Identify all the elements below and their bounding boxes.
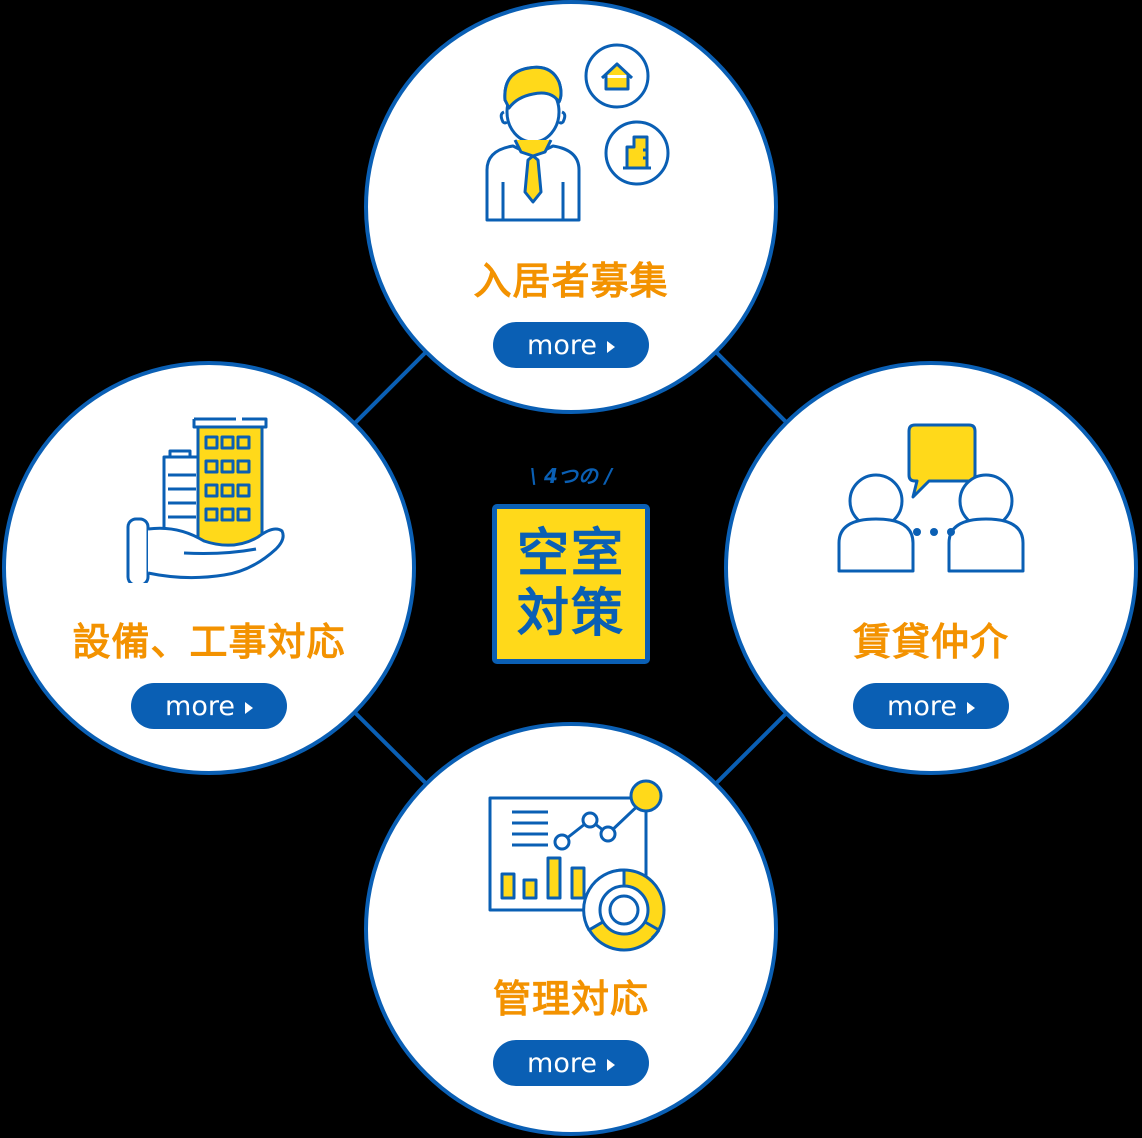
more-label: more: [527, 1047, 597, 1079]
node-management: 管理対応 more: [364, 722, 778, 1136]
dashboard-chart-icon: [488, 779, 666, 952]
node-tenant-recruitment: 入居者募集 more: [364, 0, 778, 414]
center-badge: \ 4つの / 空室 対策: [490, 460, 652, 666]
more-label: more: [527, 329, 597, 361]
center-title-box: 空室 対策: [492, 504, 650, 664]
node-title: 管理対応: [492, 977, 649, 1021]
center-title-line2: 対策: [516, 584, 625, 644]
node-title: 入居者募集: [473, 259, 669, 303]
more-label: more: [165, 690, 235, 722]
triangle-right-icon: [966, 701, 975, 714]
hand-holding-building-icon: [126, 417, 285, 583]
node-title: 賃貸仲介: [852, 620, 1009, 664]
center-title-line1: 空室: [516, 524, 625, 584]
more-label: more: [887, 690, 957, 722]
node-facility-construction: 設備、工事対応 more: [2, 361, 416, 775]
more-button[interactable]: more: [493, 322, 649, 368]
more-button[interactable]: more: [131, 683, 287, 729]
businessperson-with-house-building-icon: [485, 43, 670, 222]
more-button[interactable]: more: [493, 1040, 649, 1086]
more-button[interactable]: more: [853, 683, 1009, 729]
node-rental-brokerage: 賃貸仲介 more: [724, 361, 1138, 775]
node-title: 設備、工事対応: [72, 620, 346, 664]
triangle-right-icon: [606, 340, 615, 353]
triangle-right-icon: [606, 1058, 615, 1071]
two-people-conversation-icon: [837, 423, 1025, 573]
triangle-right-icon: [244, 701, 253, 714]
center-subtitle: \ 4つの /: [529, 464, 613, 488]
